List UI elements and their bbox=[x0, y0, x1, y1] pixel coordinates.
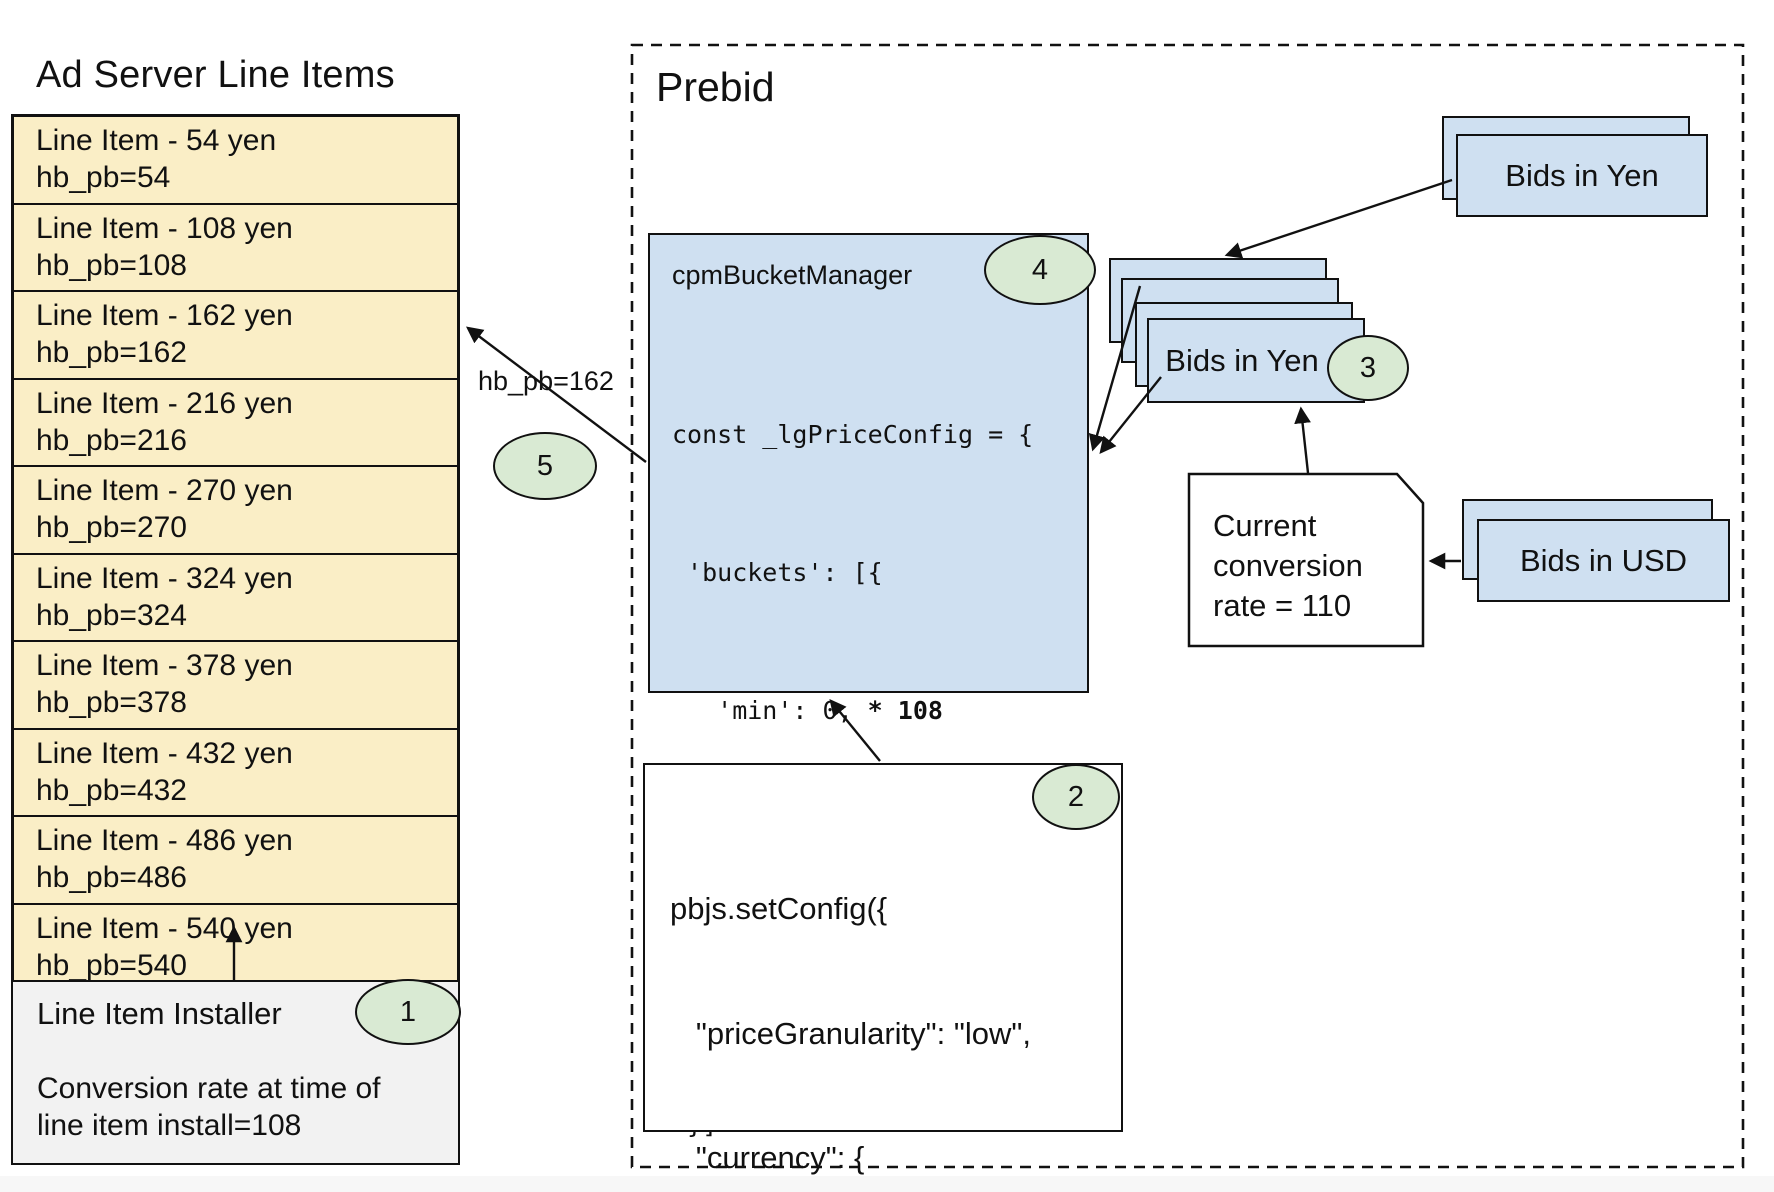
table-row: Line Item - 486 yen hb_pb=486 bbox=[14, 815, 457, 903]
installer-note-line2: line item install=108 bbox=[37, 1109, 302, 1142]
line-item-key: hb_pb=324 bbox=[36, 598, 187, 632]
line-item-name: Line Item - 540 yen bbox=[36, 911, 293, 945]
table-row: Line Item - 54 yen hb_pb=54 bbox=[14, 117, 457, 203]
line-item-key: hb_pb=162 bbox=[36, 336, 187, 369]
line-item-name: Line Item - 378 yen bbox=[36, 649, 293, 682]
line-item-name: Line Item - 432 yen bbox=[36, 736, 293, 770]
code-line: 'buckets': [{ bbox=[672, 558, 883, 587]
config-line: "currency": { bbox=[670, 1140, 865, 1175]
installer-title: Line Item Installer bbox=[37, 996, 282, 1031]
installer-box: Line Item Installer Conversion rate at t… bbox=[11, 980, 460, 1165]
table-row: Line Item - 324 yen hb_pb=324 bbox=[14, 552, 457, 641]
line-item-name: Line Item - 270 yen bbox=[36, 474, 293, 507]
line-item-key: hb_pb=486 bbox=[36, 861, 187, 894]
bids-in-usd-label: Bids in USD bbox=[1519, 542, 1688, 578]
table-row: Line Item - 270 yen hb_pb=270 bbox=[14, 465, 457, 553]
page-edge-strip bbox=[0, 1176, 1774, 1192]
table-row: Line Item - 216 yen hb_pb=216 bbox=[14, 377, 457, 466]
code-line: const _lgPriceConfig = { bbox=[672, 420, 1034, 449]
config-line: pbjs.setConfig({ bbox=[670, 891, 888, 926]
table-row: Line Item - 162 yen hb_pb=162 bbox=[14, 290, 457, 378]
line-item-key: hb_pb=378 bbox=[36, 686, 187, 719]
prebid-title: Prebid bbox=[656, 64, 775, 110]
installer-note: Conversion rate at time of line item ins… bbox=[37, 1070, 381, 1144]
config-line: "priceGranularity": "low", bbox=[670, 1015, 1032, 1051]
table-row: Line Item - 432 yen hb_pb=432 bbox=[14, 727, 457, 816]
arrow-yen-top-to-stack bbox=[1224, 178, 1453, 259]
conversion-note-line1: Current bbox=[1213, 508, 1317, 543]
conversion-note-line2: conversion bbox=[1213, 548, 1363, 583]
installer-note-line1: Conversion rate at time of bbox=[37, 1072, 381, 1105]
step-badge-1: 1 bbox=[355, 979, 461, 1045]
cpm-bucket-manager-title: cpmBucketManager bbox=[672, 260, 913, 290]
bids-in-yen-top-card: Bids in Yen bbox=[1456, 134, 1708, 217]
line-item-name: Line Item - 216 yen bbox=[36, 386, 293, 420]
table-row: Line Item - 108 yen hb_pb=108 bbox=[14, 202, 457, 291]
line-item-name: Line Item - 108 yen bbox=[36, 211, 293, 245]
table-row: Line Item - 378 yen hb_pb=378 bbox=[14, 640, 457, 728]
step-badge-3: 3 bbox=[1327, 335, 1409, 401]
line-item-key: hb_pb=540 bbox=[36, 948, 187, 982]
line-item-key: hb_pb=54 bbox=[36, 161, 171, 194]
set-config-code: pbjs.setConfig({ "priceGranularity": "lo… bbox=[670, 805, 1100, 1192]
line-item-name: Line Item - 162 yen bbox=[36, 299, 293, 332]
line-item-name: Line Item - 486 yen bbox=[36, 824, 293, 857]
ad-server-title: Ad Server Line Items bbox=[36, 54, 395, 96]
line-item-key: hb_pb=108 bbox=[36, 248, 187, 282]
step-badge-2: 2 bbox=[1032, 764, 1120, 830]
line-item-name: Line Item - 324 yen bbox=[36, 561, 293, 595]
step-badge-5: 5 bbox=[493, 432, 597, 500]
bids-in-yen-stack-label: Bids in Yen bbox=[1165, 342, 1319, 378]
line-items-table: Line Item - 54 yen hb_pb=54 Line Item - … bbox=[11, 114, 460, 993]
line-item-key: hb_pb=432 bbox=[36, 773, 187, 807]
arrow-note-to-stack bbox=[1294, 406, 1311, 474]
conversion-note-text: Current conversion rate = 110 bbox=[1213, 506, 1363, 626]
conversion-note-line3: rate = 110 bbox=[1213, 588, 1352, 623]
line-item-key: hb_pb=216 bbox=[36, 423, 187, 457]
table-row: Line Item - 540 yen hb_pb=540 bbox=[14, 902, 457, 991]
bids-in-usd-card: Bids in USD bbox=[1477, 519, 1730, 602]
flow-label-hb-pb: hb_pb=162 bbox=[478, 366, 614, 396]
bids-in-yen-top-label: Bids in Yen bbox=[1505, 157, 1659, 193]
code-line: 'min': 0, * 108 bbox=[672, 696, 943, 725]
line-item-key: hb_pb=270 bbox=[36, 511, 187, 544]
step-badge-4: 4 bbox=[984, 235, 1096, 305]
line-item-name: Line Item - 54 yen bbox=[36, 124, 277, 157]
